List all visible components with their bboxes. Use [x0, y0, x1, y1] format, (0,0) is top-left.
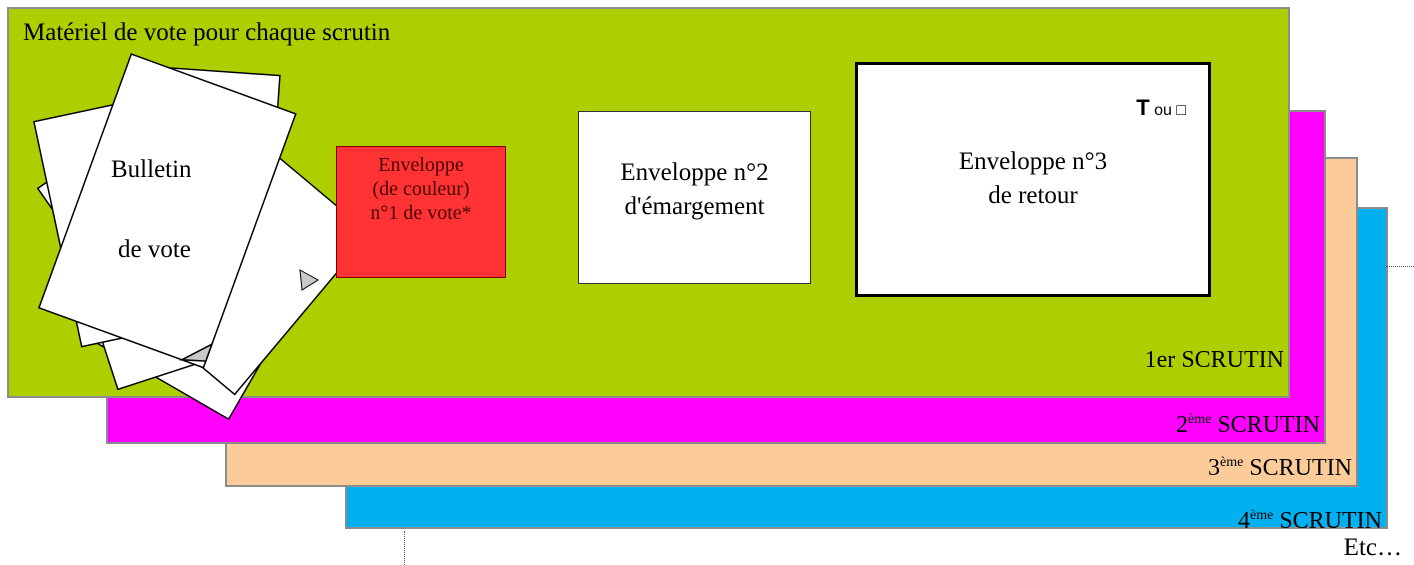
ballot-line1: Bulletin: [111, 156, 192, 183]
scrutin-label-1: 1er SCRUTIN: [1144, 347, 1284, 373]
envelope-2-line2: d'émargement: [624, 193, 765, 220]
scrutin-label-2: 2ème SCRUTIN: [1175, 412, 1320, 438]
ballot-sheet: [37, 53, 297, 369]
envelope-3-mark: T ou □: [1136, 95, 1186, 120]
envelope-3-retour: T ou □ Enveloppe n°3 de retour: [855, 62, 1211, 297]
envelope-2-line1: Enveloppe n°2: [620, 159, 769, 186]
scrutin-label-3: 3ème SCRUTIN: [1207, 455, 1352, 481]
envelope-2-emargement: Enveloppe n°2 d'émargement: [578, 111, 811, 284]
envelope-1-line2: (de couleur): [372, 178, 470, 200]
etc-label: Etc…: [1343, 534, 1402, 561]
dotted-guide-horizontal: [1386, 266, 1414, 267]
envelope-3-line1: Enveloppe n°3: [958, 148, 1108, 175]
envelope-3-line2: de retour: [988, 182, 1078, 209]
diagram-title: Matériel de vote pour chaque scrutin: [23, 19, 391, 46]
dotted-guide-vertical: [404, 531, 405, 565]
envelope-1-line1: Enveloppe: [378, 154, 464, 176]
envelope-1-vote: Enveloppe (de couleur) n°1 de vote*: [336, 146, 506, 278]
ballot-line2: de vote: [118, 236, 191, 263]
envelope-1-line3: n°1 de vote*: [370, 202, 472, 224]
t-symbol-icon: T: [1136, 95, 1150, 120]
scrutin-label-4: 4ème SCRUTIN: [1237, 508, 1382, 534]
